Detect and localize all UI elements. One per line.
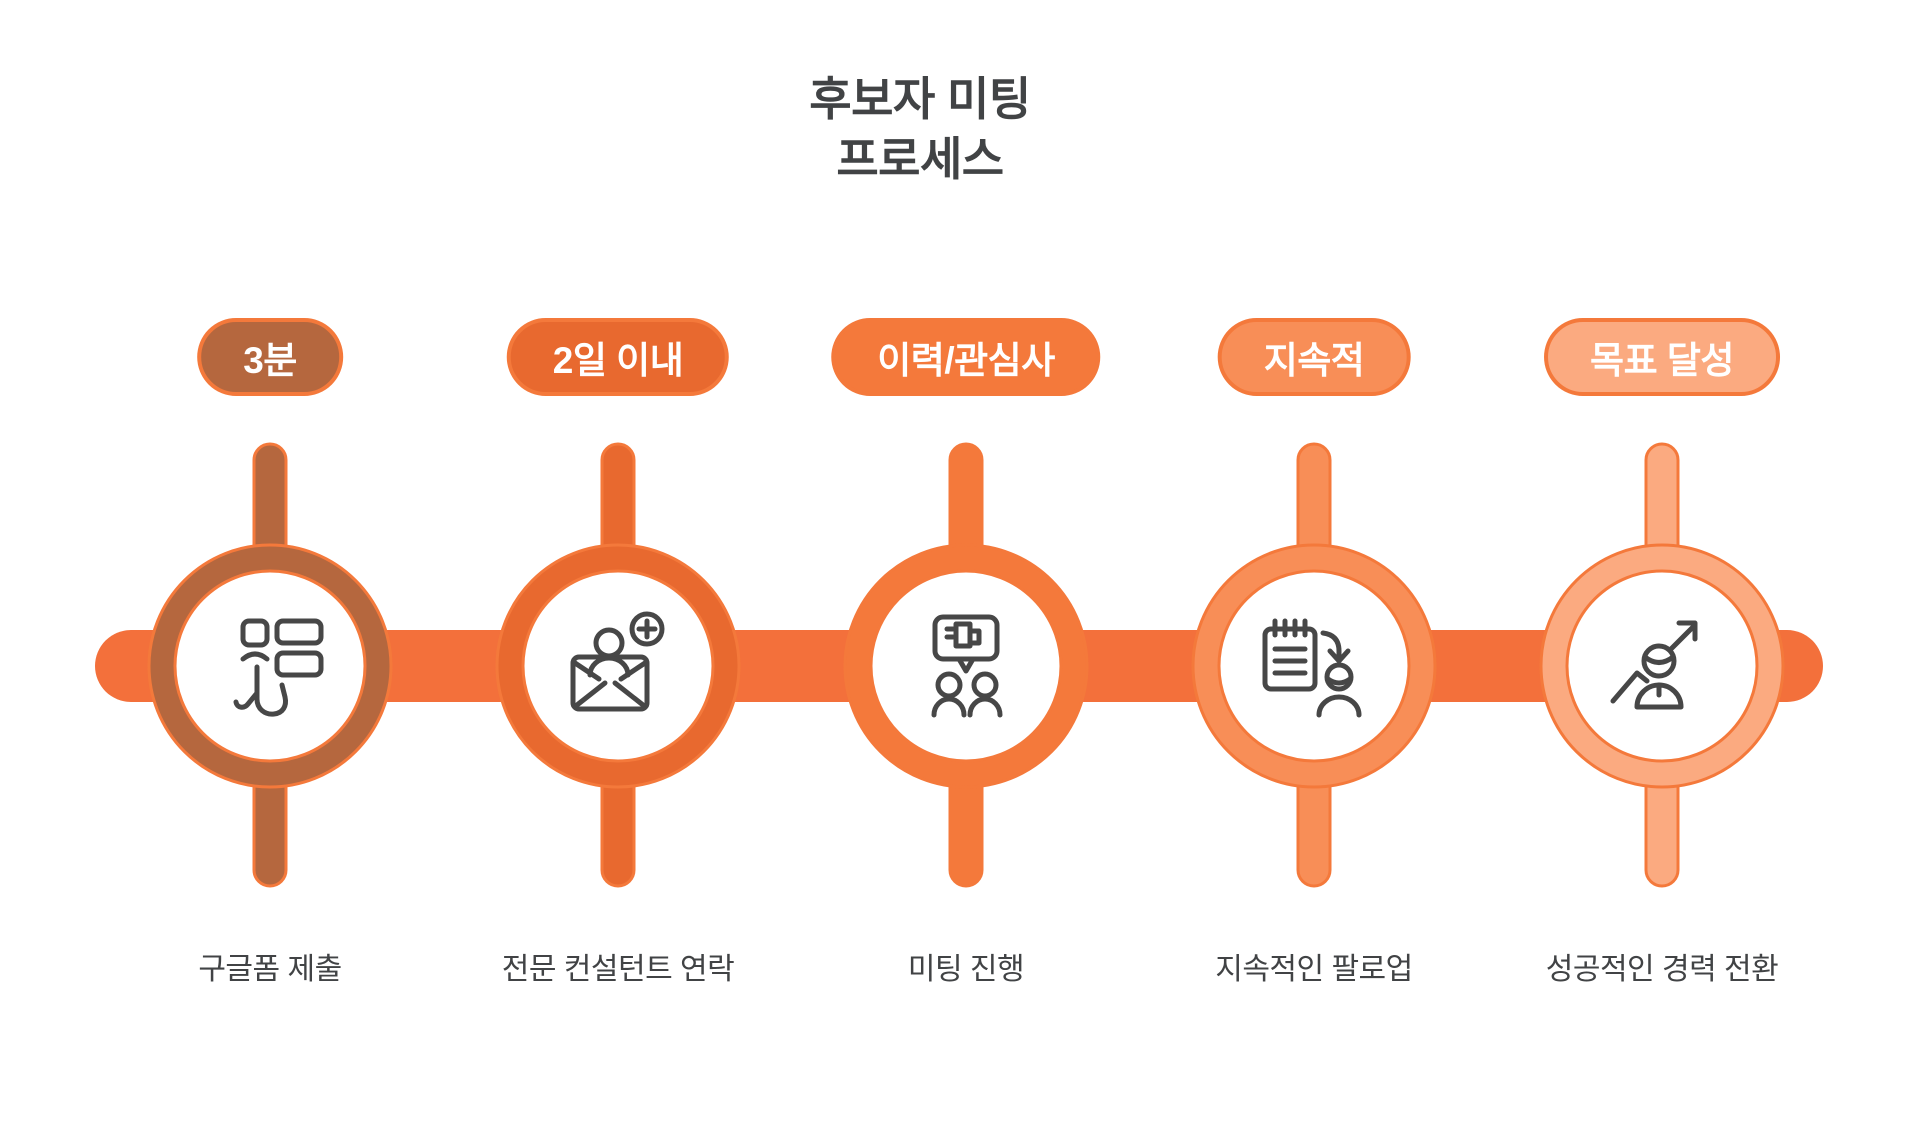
step-badge-text: 2일 이내 xyxy=(552,340,684,381)
step-label-2: 전문 컨설턴트 연락 xyxy=(501,953,735,986)
meeting-chat-icon xyxy=(931,614,1003,718)
step-badge-1: 3분 xyxy=(197,318,343,396)
step-badge-2: 2일 이내 xyxy=(506,318,730,396)
step-node-4 xyxy=(1191,442,1437,888)
step-label-4: 지속적인 팔로업 xyxy=(1215,953,1413,986)
step-label-5: 성공적인 경력 전환 xyxy=(1545,953,1779,986)
career-growth-icon xyxy=(1610,620,1698,710)
follow-up-icon xyxy=(1262,618,1362,718)
step-badge-text: 지속적 xyxy=(1263,340,1365,381)
step-badge-4: 지속적 xyxy=(1217,318,1411,396)
step-badge-text: 3분 xyxy=(243,340,297,381)
step-node-2 xyxy=(495,442,741,888)
step-node-1 xyxy=(147,442,393,888)
step-badge-text: 이력/관심사 xyxy=(877,340,1055,381)
step-badge-text: 목표 달성 xyxy=(1590,340,1734,381)
step-badge-3: 이력/관심사 xyxy=(831,318,1101,396)
diagram-title: 후보자 미팅 프로세스 xyxy=(809,70,1031,190)
step-badge-5: 목표 달성 xyxy=(1544,318,1780,396)
step-label-1: 구글폼 제출 xyxy=(198,953,342,986)
step-node-3 xyxy=(843,442,1089,888)
step-label-3: 미팅 진행 xyxy=(907,953,1025,986)
title-line-2: 프로세스 xyxy=(836,132,1004,185)
title-line-1: 후보자 미팅 xyxy=(809,73,1031,125)
consultant-contact-icon xyxy=(570,611,665,712)
step-node-5 xyxy=(1539,442,1785,888)
form-submit-icon xyxy=(233,618,324,717)
